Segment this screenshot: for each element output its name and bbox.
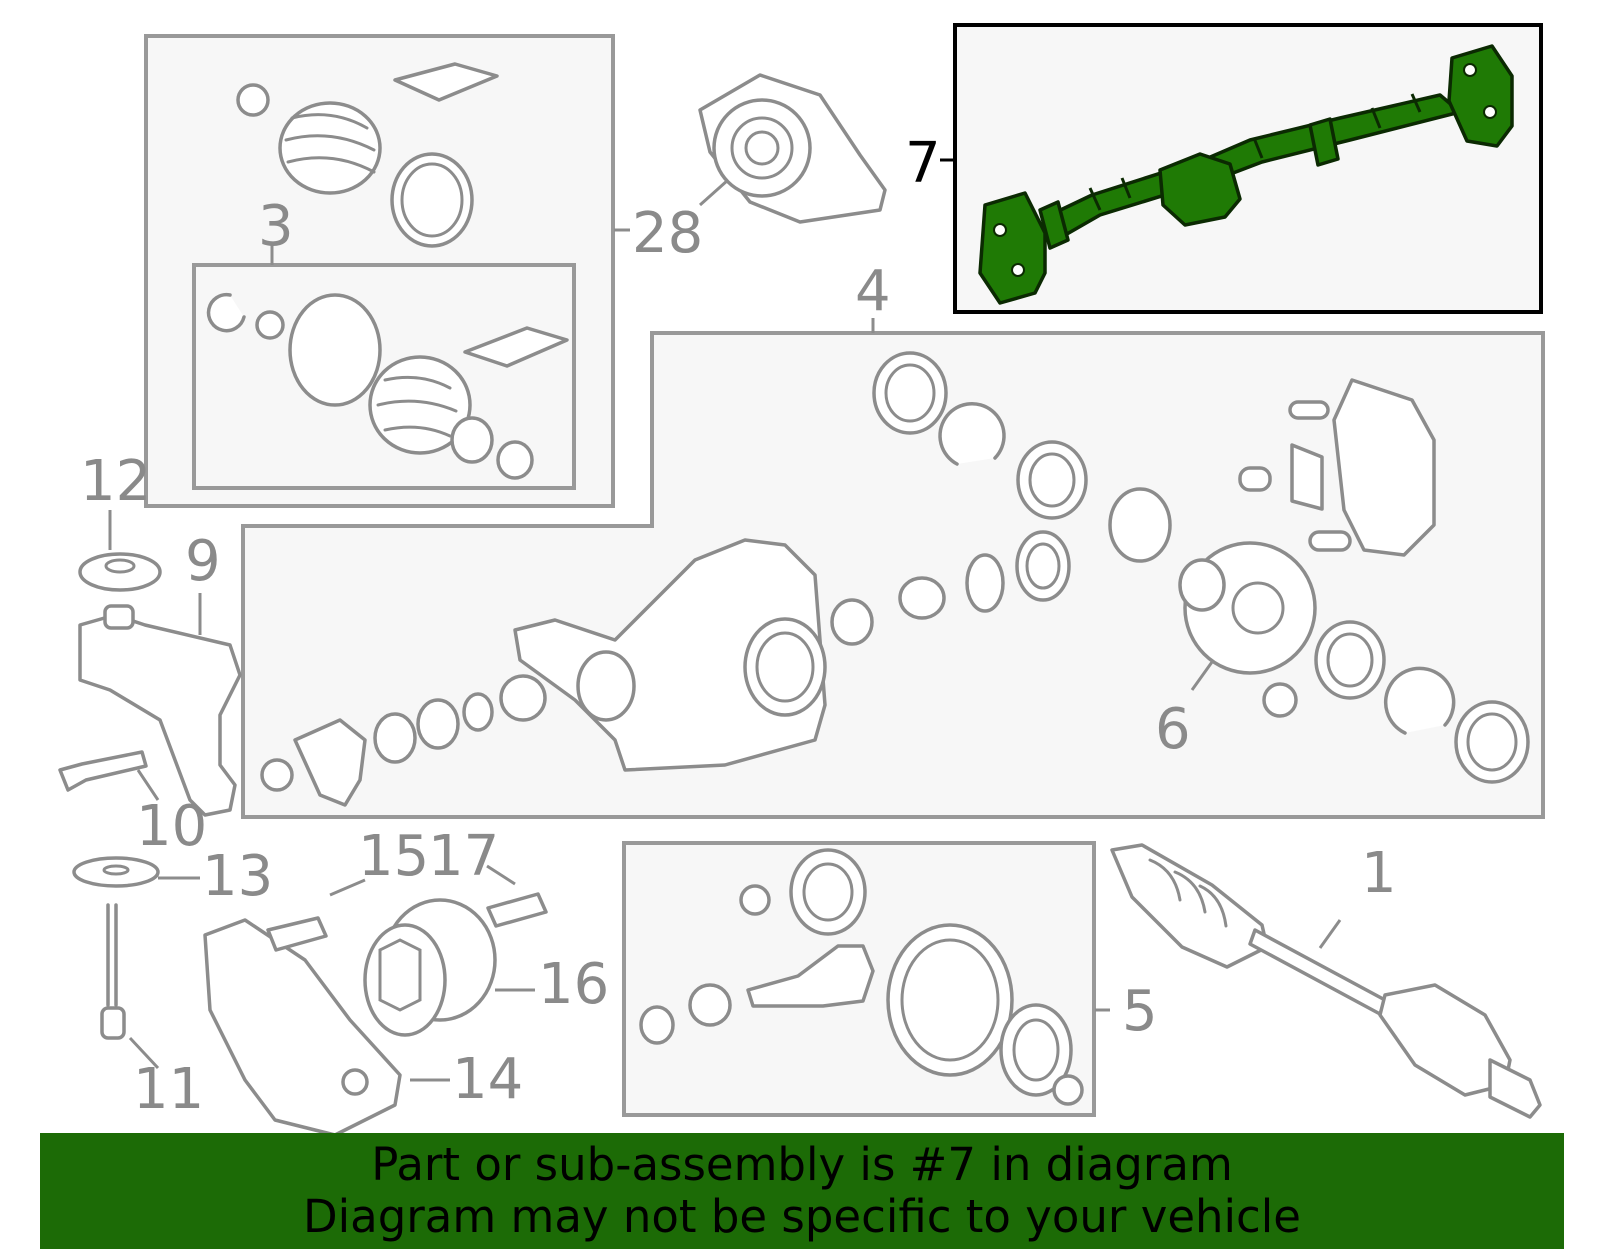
mount-bracket-group (203, 892, 548, 1137)
callout-3: 3 (258, 194, 294, 259)
axle-shaft (1110, 843, 1542, 1119)
differential-assembly-group (241, 331, 1545, 819)
callout-numbers: 1 3 4 5 6 7 9 10 11 12 13 14 15 16 17 28 (80, 131, 1397, 1122)
drive-shaft (978, 44, 1514, 305)
callout-11: 11 (133, 1057, 204, 1122)
callout-15: 15 (358, 824, 429, 889)
callout-10: 10 (136, 794, 207, 859)
callout-14: 14 (452, 1047, 523, 1112)
callout-6: 6 (1155, 697, 1191, 762)
callout-5: 5 (1122, 979, 1158, 1044)
banner-line-2: Diagram may not be specific to your vehi… (303, 1190, 1301, 1243)
mount-parts-left (58, 552, 242, 1040)
center-support-bearing (698, 73, 887, 224)
callout-17: 17 (428, 824, 499, 889)
callout-13: 13 (202, 844, 273, 909)
pinion-bearing-group (622, 841, 1096, 1117)
banner-line-1: Part or sub-assembly is #7 in diagram (371, 1138, 1233, 1191)
callout-28: 28 (632, 201, 703, 266)
callout-9: 9 (185, 529, 221, 594)
callout-7: 7 (905, 131, 941, 196)
drive-shaft-group (953, 23, 1543, 314)
callout-1: 1 (1361, 841, 1397, 906)
callout-16: 16 (538, 952, 609, 1017)
callout-12: 12 (80, 449, 151, 514)
callout-4: 4 (855, 259, 891, 324)
cv-boot-kit-group (144, 34, 615, 508)
info-banner: Part or sub-assembly is #7 in diagram Di… (40, 1133, 1564, 1249)
leader-lines (108, 158, 1342, 1082)
